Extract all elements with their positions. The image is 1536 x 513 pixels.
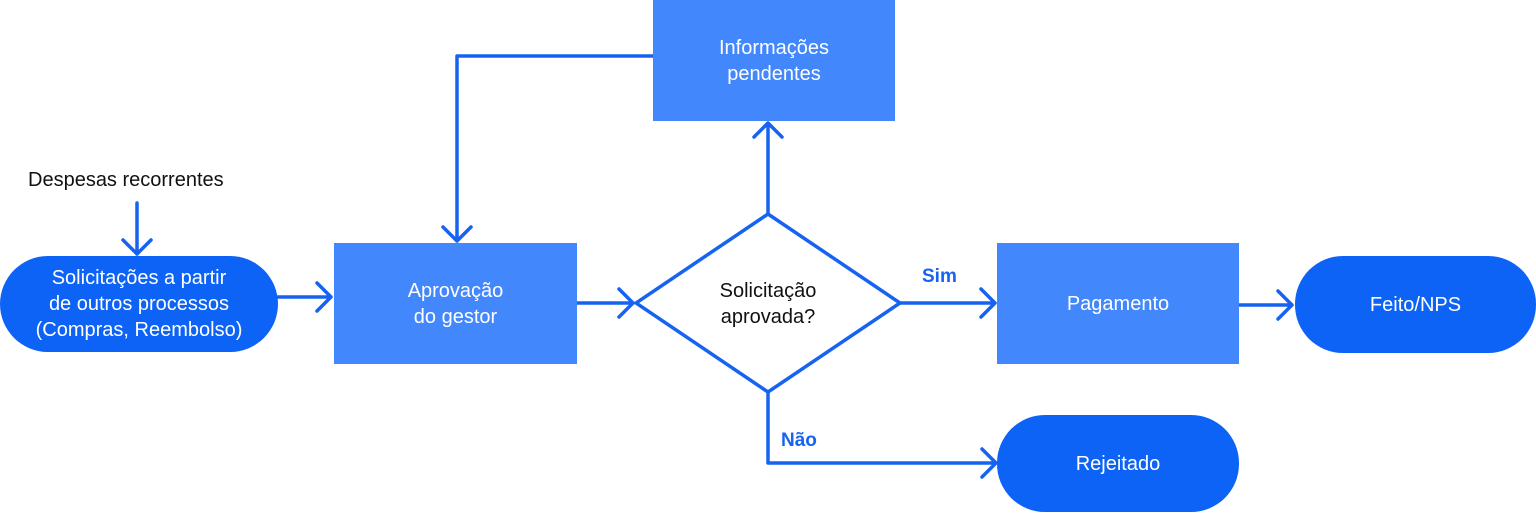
- arrow-start-to-approval: [276, 281, 333, 313]
- arrow-decision-to-pending: [752, 121, 784, 216]
- rejected-terminal: Rejeitado: [997, 415, 1239, 512]
- decision-label: Solicitação aprovada?: [719, 280, 817, 328]
- arrow-pending-to-approval: [441, 54, 655, 243]
- done-terminal: Feito/NPS: [1295, 256, 1536, 353]
- arrow-approval-to-decision: [575, 287, 635, 319]
- no-edge-label: Não: [781, 430, 817, 451]
- start-terminal: Solicitações a partir de outros processo…: [0, 256, 278, 352]
- payment-box: Pagamento: [997, 243, 1239, 364]
- arrow-payment-to-done: [1237, 289, 1294, 321]
- recurring-expenses-label: Despesas recorrentes: [28, 169, 224, 191]
- arrow-recurring-to-start: [121, 201, 153, 256]
- manager-approval-box: Aprovação do gestor: [334, 243, 577, 364]
- arrow-decision-to-payment: [898, 287, 997, 319]
- pending-info-box: Informações pendentes: [653, 0, 895, 121]
- arrow-decision-to-rejected: [766, 390, 998, 479]
- decision-diamond: [632, 211, 904, 395]
- yes-edge-label: Sim: [922, 266, 957, 287]
